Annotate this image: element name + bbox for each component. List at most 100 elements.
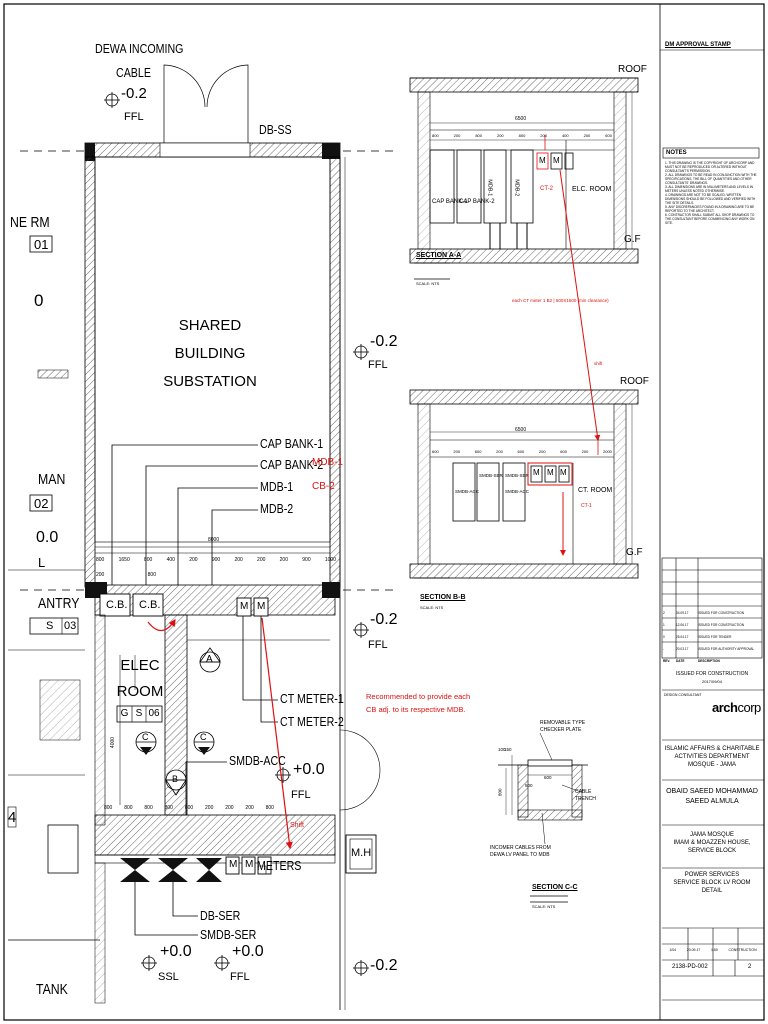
sheet-border <box>3 3 765 1021</box>
note-item: 5. ANY DISCREPANCIES FOUND IN A DRAWING … <box>665 205 755 213</box>
rev-date: 04.09.17 <box>676 611 689 615</box>
level-symbol-top <box>104 92 120 108</box>
cc-incomer-line-2: DEWA LV PANEL TO MDB <box>490 852 550 858</box>
bb-smdb-acc-2-label: SMDB-ACC <box>505 489 530 494</box>
red-recommendation-line-1: Recommended to provide each <box>366 692 471 701</box>
elec-room-code-num: 06 <box>148 708 160 719</box>
meter-m-4: M <box>245 859 254 870</box>
plan-dims-bottom: 800 800 800 800 800 200 200 200 800 <box>104 805 274 811</box>
client-line-2: ACTIVITIES DEPARTMENT <box>674 754 750 760</box>
rev-desc: ISSUED FOR AUTHORITY APPROVAL <box>698 647 755 651</box>
wall-right <box>329 156 341 588</box>
aa-roof-label: ROOF <box>618 64 647 75</box>
room-pantry-label: ANTRY <box>38 595 80 612</box>
level-symbol-mid <box>275 767 291 783</box>
rev-header-date: DATE <box>676 659 685 663</box>
level-symbol-ssl <box>141 955 157 971</box>
aa-title: SECTION A-A <box>416 252 462 259</box>
owner-line-2: SAEED ALMULA <box>685 798 739 805</box>
aa-mdb-2 <box>510 149 534 224</box>
revision-header: REV. DATE DESCRIPTION <box>663 655 761 667</box>
floor-plan <box>7 64 395 1010</box>
dewa-incoming-label-1: DEWA INCOMING <box>95 41 184 56</box>
leader-cap-bank-2 <box>145 465 258 585</box>
bb-gf-label: G.F <box>626 547 643 558</box>
tank-label: TANK <box>36 981 68 998</box>
section-marker-b-label: B <box>172 774 179 784</box>
aa-dim: 600 <box>605 133 612 138</box>
level-right-b-value: -0.2 <box>370 611 398 628</box>
level-bottom-ffl: FFL <box>230 971 250 983</box>
bb-wall-right <box>613 403 627 565</box>
bb-m-2: M <box>547 468 554 477</box>
room-tag-man <box>29 494 53 512</box>
aa-cap-bank-2 <box>456 149 482 224</box>
level-right-a-ffl: FFL <box>368 359 388 371</box>
note-item: 2. ALL DRAWINGS TO BE READ IN CONJUNCTIO… <box>665 173 757 185</box>
plan-dim: 800 <box>147 572 156 578</box>
aa-cap-bank-2-label: CAP BANK-2 <box>459 199 495 205</box>
approval-stamp-title: DM APPROVAL STAMP <box>665 42 731 48</box>
section-marker-c-left-label: C <box>142 732 149 742</box>
wall-elec-left <box>94 614 106 826</box>
note-item: 6. CONTRACTOR SHALL SUBMIT ALL SHOP DRAW… <box>665 213 755 225</box>
level-right-a-value: -0.2 <box>370 333 398 350</box>
plan-dim: 900 <box>302 557 311 563</box>
cb-2-label: C.B. <box>139 599 161 611</box>
rev-header-no: REV. <box>663 659 671 663</box>
plan-dim: 200 <box>225 805 234 811</box>
level-zero-a: 0 <box>34 291 44 310</box>
notes-list: 1. THIS DRAWING IS THE COPYRIGHT OF ARCH… <box>665 161 757 225</box>
aa-dim: 200 <box>496 133 504 138</box>
bb-dim: 200 <box>581 449 589 454</box>
plan-dim: 200 <box>234 557 243 563</box>
section-marker-b <box>165 769 187 796</box>
aa-dims-row: 800 200 800 200 800 200 400 200 600 <box>432 133 612 138</box>
mdb-2-label: MDB-2 <box>260 501 294 516</box>
cc-dim-100: 100 <box>498 747 506 752</box>
manhole-label: M.H <box>351 847 372 859</box>
aa-roof-slab <box>409 77 639 93</box>
cc-title: SECTION C-C <box>532 884 578 891</box>
door-swing-left <box>163 64 206 143</box>
cb-box-2 <box>132 593 164 617</box>
client-line-3: MOSQUE - JAMA <box>687 762 736 768</box>
cap-bank-2-label: CAP BANK-2 <box>260 457 324 472</box>
rev-header-desc: DESCRIPTION <box>698 659 720 663</box>
panel-symbol-3 <box>196 858 222 882</box>
cc-trench-base <box>517 809 583 821</box>
info-cell: 1:50 <box>711 948 718 952</box>
aa-cap-bank-1-label: CAP BANK-1 <box>432 199 468 205</box>
substation-line-2: BUILDING <box>174 345 246 362</box>
owner-line-1: OBAID SAEED MOHAMMAD <box>666 788 758 795</box>
aa-wall-left <box>417 91 431 250</box>
level-symbol-bottom <box>214 955 230 971</box>
bb-m-3: M <box>560 468 567 477</box>
aa-mdb-1-label: MDB-1 <box>486 179 493 197</box>
meter-m-3: M <box>229 859 238 870</box>
db-ser-label: DB-SER <box>200 908 241 923</box>
bb-dim: 600 <box>517 449 525 454</box>
smdb-acc-label: SMDB-ACC <box>229 753 286 768</box>
cc-scale: SCALE: NTS <box>532 904 556 909</box>
level-symbol-right-b <box>353 622 369 638</box>
aa-mdb-2-label: MDB-2 <box>513 179 520 197</box>
column-tr <box>322 143 340 159</box>
client-line-1: ISLAMIC AFFAIRS & CHARITABLE <box>664 746 760 752</box>
plan-dim: 800 <box>144 805 153 811</box>
drawing-revision: 2 <box>748 964 752 970</box>
bb-roof-slab <box>409 389 639 405</box>
level-l-char: L <box>38 555 46 570</box>
bb-ct-1-label: CT-1 <box>581 503 592 509</box>
cap-bank-1-label: CAP BANK-1 <box>260 436 324 451</box>
bb-dim: 600 <box>432 449 439 454</box>
aa-floor <box>409 248 639 264</box>
leader-ct-meter-2 <box>260 616 278 723</box>
level-zero-left: 0.0 <box>36 529 59 546</box>
dim-plan-vertical: 4000 <box>110 736 117 749</box>
cc-trench-line-1: CABLE <box>575 789 592 795</box>
